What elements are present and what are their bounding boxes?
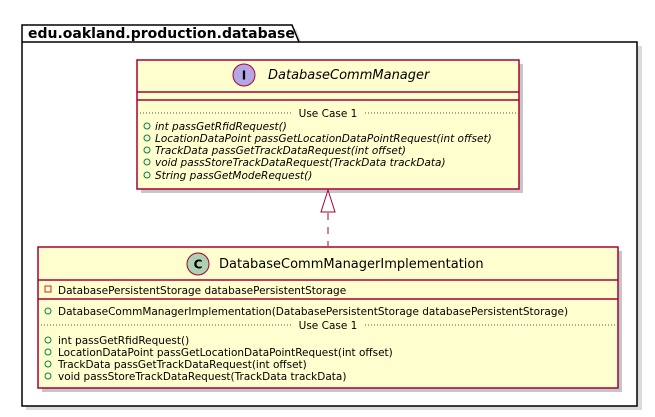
- interface-name: DatabaseCommManager: [268, 68, 431, 83]
- public-visibility-icon: [44, 307, 52, 315]
- public-visibility-icon: [44, 360, 52, 368]
- class-glyph: C: [194, 258, 203, 272]
- class-constructor: DatabaseCommManagerImplementation(Databa…: [58, 306, 568, 318]
- interface-methods: int passGetRfidRequest() LocationDataPoi…: [143, 121, 492, 182]
- interface-box: I DatabaseCommManager Use Case 1 int pas…: [136, 59, 523, 193]
- class-name: DatabaseCommManagerImplementation: [219, 257, 484, 272]
- interface-method: String passGetModeRequest(): [155, 170, 312, 182]
- public-visibility-icon: [143, 146, 151, 154]
- class-field: DatabasePersistentStorage databasePersis…: [58, 285, 346, 297]
- interface-method: void passStoreTrackDataRequest(TrackData…: [155, 157, 446, 169]
- interface-glyph: I: [242, 69, 246, 83]
- class-box: C DatabaseCommManagerImplementation Data…: [37, 246, 622, 392]
- class-method: void passStoreTrackDataRequest(TrackData…: [58, 371, 346, 383]
- public-visibility-icon: [44, 336, 52, 344]
- public-visibility-icon: [44, 348, 52, 356]
- interface-method: int passGetRfidRequest(): [155, 121, 287, 133]
- class-method: TrackData passGetTrackDataRequest(int of…: [57, 359, 307, 371]
- interface-method: LocationDataPoint passGetLocationDataPoi…: [155, 133, 492, 145]
- class-methods: int passGetRfidRequest() LocationDataPoi…: [44, 335, 393, 383]
- public-visibility-icon: [143, 134, 151, 142]
- class-separator-label: Use Case 1: [299, 320, 358, 332]
- class-method: LocationDataPoint passGetLocationDataPoi…: [58, 347, 393, 359]
- class-icon: [186, 252, 210, 276]
- public-visibility-icon: [44, 372, 52, 380]
- private-visibility-icon: [44, 285, 52, 293]
- package-title: edu.oakland.production.database: [28, 26, 295, 42]
- interface-icon: [232, 63, 256, 87]
- public-visibility-icon: [143, 171, 151, 179]
- interface-method: TrackData passGetTrackDataRequest(int of…: [155, 145, 406, 157]
- interface-separator-label: Use Case 1: [299, 108, 358, 120]
- arrowhead-icon: [320, 188, 336, 213]
- realization-arrow: [320, 188, 336, 246]
- class-method: int passGetRfidRequest(): [58, 335, 189, 347]
- public-visibility-icon: [143, 158, 151, 166]
- public-visibility-icon: [143, 122, 151, 130]
